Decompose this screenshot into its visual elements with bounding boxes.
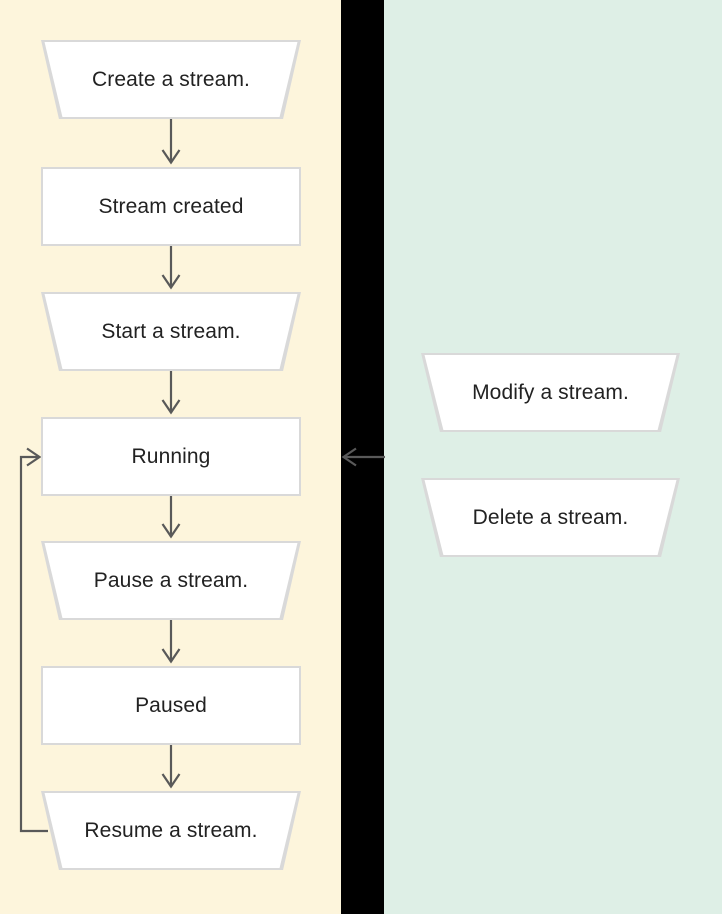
node-running[interactable]: Running [41, 417, 301, 496]
node-label: Resume a stream. [84, 819, 258, 842]
panel-divider [341, 0, 384, 914]
trapezoid-fill [424, 480, 677, 555]
trapezoid-fill [44, 42, 298, 117]
node-label: Pause a stream. [93, 569, 249, 592]
trapezoid-fill [44, 294, 298, 369]
node-stream-created[interactable]: Stream created [41, 167, 301, 246]
node-modify-a-stream[interactable]: Modify a stream. [421, 353, 680, 432]
trapezoid-fill [44, 793, 298, 868]
trapezoid-fill [44, 543, 298, 618]
node-paused[interactable]: Paused [41, 666, 301, 745]
node-label: Create a stream. [92, 68, 250, 91]
node-resume-a-stream[interactable]: Resume a stream. [41, 791, 301, 870]
stream-management-panel [384, 0, 722, 914]
node-delete-a-stream[interactable]: Delete a stream. [421, 478, 680, 557]
trapezoid-fill [424, 355, 677, 430]
node-label: Start a stream. [101, 320, 241, 343]
node-label: Paused [135, 694, 207, 717]
node-label: Delete a stream. [472, 506, 629, 529]
node-label: Modify a stream. [472, 381, 629, 404]
node-pause-a-stream[interactable]: Pause a stream. [41, 541, 301, 620]
node-create-a-stream[interactable]: Create a stream. [41, 40, 301, 119]
node-label: Running [131, 445, 211, 468]
node-label: Stream created [98, 195, 244, 218]
node-start-a-stream[interactable]: Start a stream. [41, 292, 301, 371]
